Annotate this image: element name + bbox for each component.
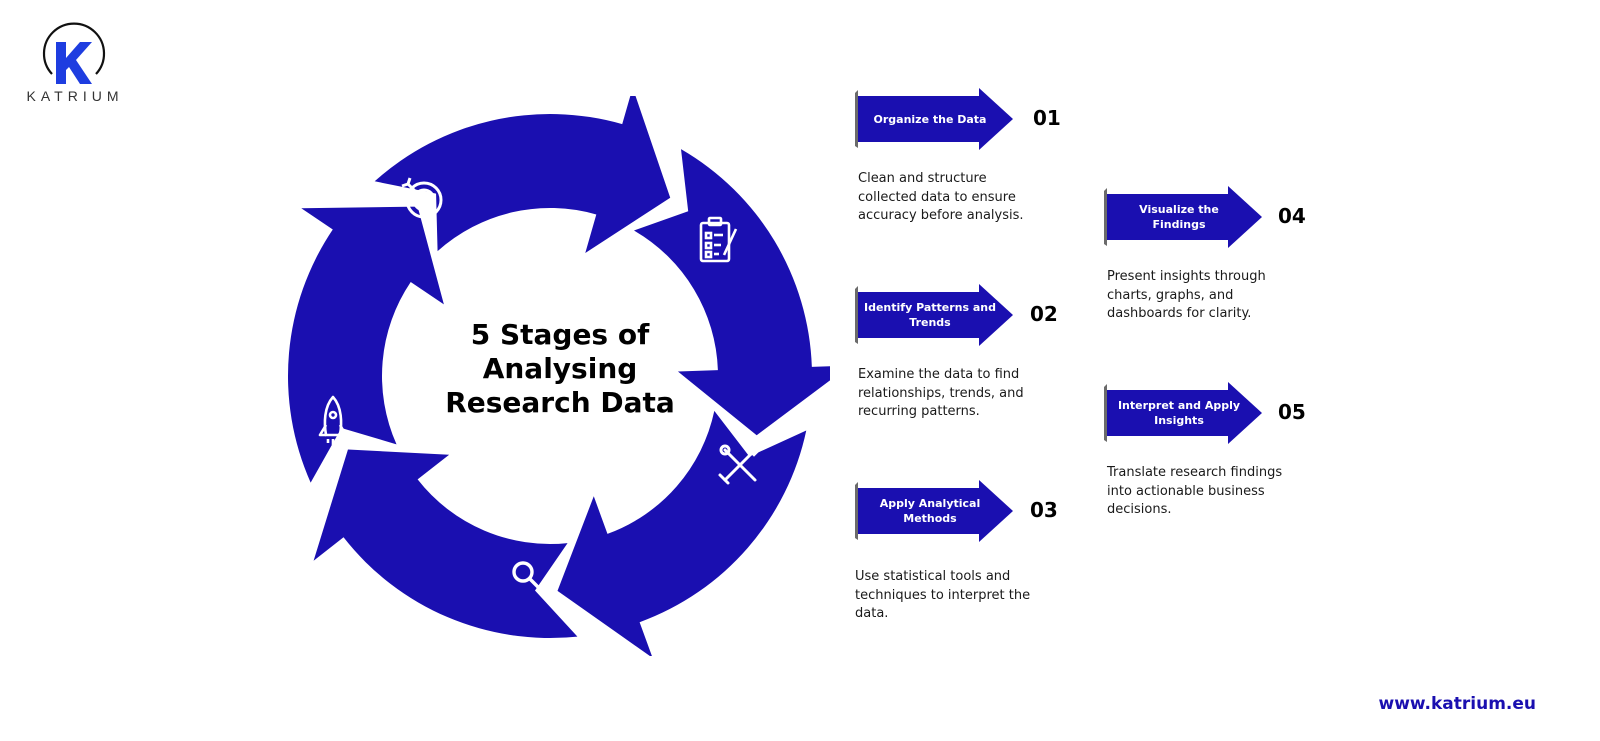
stage-arrow-banner [1104,186,1262,248]
stage-description: Translate research findings into actiona… [1107,465,1283,517]
stage-number: 05 [1278,400,1306,424]
stage-arrow-banner [855,88,1013,150]
stage-label: Identify Patterns and Trends [864,301,996,329]
tools-icon [718,441,762,485]
cycle-arrow-segment [313,449,578,638]
logo-mark [42,22,106,84]
cycle-diagram [288,96,830,656]
cycle-arrow-segment [288,206,444,483]
stage-description: Use statistical tools and techniques to … [855,569,1031,621]
stage-number: 02 [1030,302,1058,326]
stage-number: 03 [1030,498,1058,522]
rocket-icon [318,395,348,445]
stage-arrow-banner [855,480,1013,542]
cycle-icons [318,177,762,589]
stage-description: Clean and structure collected data to en… [858,171,1024,223]
target-icon [401,177,443,219]
magnifier-icon [512,561,540,589]
stage-description: Examine the data to find relationships, … [858,367,1024,419]
cycle-arrow-segment [557,410,807,656]
stage-label: Visualize the Findings [1139,203,1219,231]
stage-label: Organize the Data [873,112,987,126]
cycle-arrow-segment [374,96,671,253]
brand-name: KATRIUM [26,88,124,104]
cycle-ring [288,96,830,656]
website-link[interactable]: www.katrium.eu [1378,694,1536,714]
stage-label: Apply Analytical Methods [879,497,981,525]
checklist-icon [699,216,738,263]
cycle-arrow-segment [634,149,830,436]
stage-number: 04 [1278,204,1306,228]
katrium-logo[interactable]: KATRIUM [18,22,134,108]
stage-description: Present insights through charts, graphs,… [1107,269,1266,321]
stage-label: Interpret and Apply Insights [1117,399,1241,427]
stage-arrow-banner [855,284,1013,346]
diagram-title: 5 Stages of Analysing Research Data [445,318,675,419]
stage-arrow-banner [1104,382,1262,444]
stage-number: 01 [1033,106,1061,130]
